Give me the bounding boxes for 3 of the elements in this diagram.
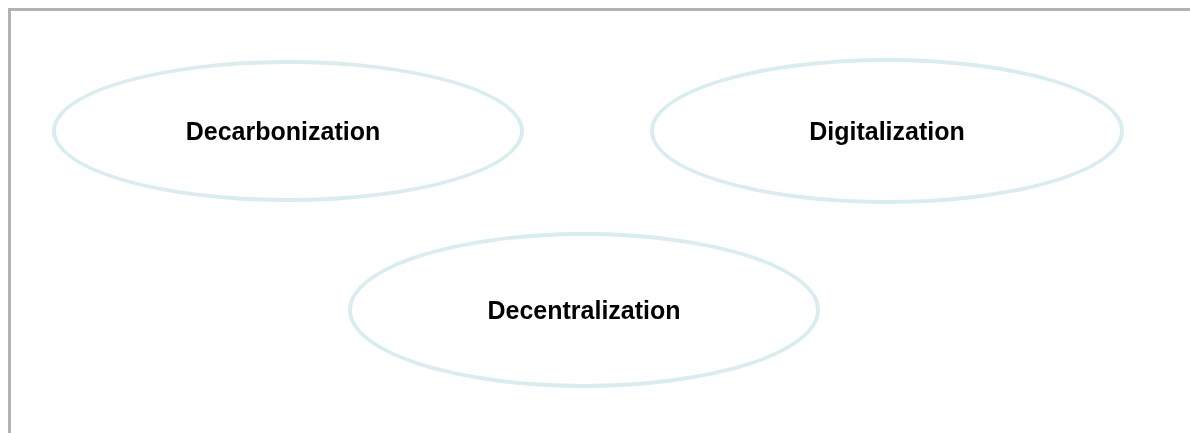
node-label: Decarbonization [185,116,381,146]
node-label: Decentralization [487,295,681,325]
node-label: Digitalization [809,116,965,146]
